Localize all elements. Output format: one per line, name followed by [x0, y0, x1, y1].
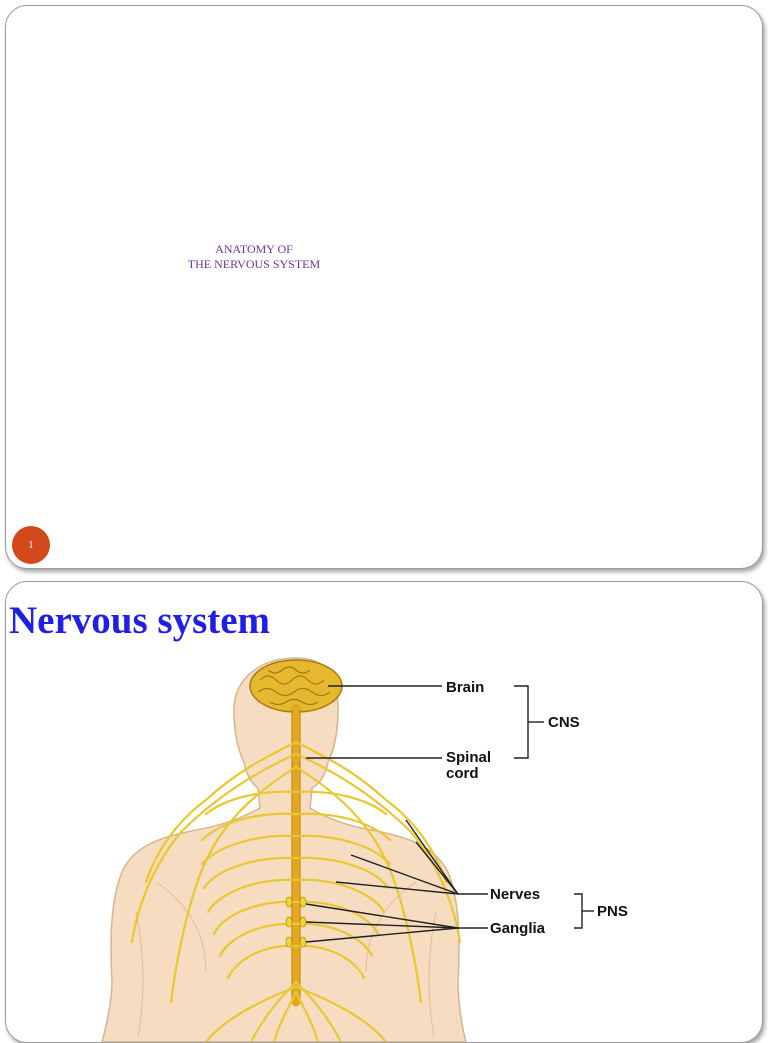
- title-line-2: THE NERVOUS SYSTEM: [187, 257, 321, 271]
- ganglia-dots: [285, 896, 307, 948]
- slide-1-title: ANATOMY OF THE NERVOUS SYSTEM: [174, 242, 334, 272]
- slide-1: ANATOMY OF THE NERVOUS SYSTEM 1: [5, 5, 763, 569]
- label-cord: cord: [446, 765, 479, 782]
- peripheral-nerves: [130, 740, 462, 1042]
- label-brain: Brain: [446, 679, 484, 696]
- label-spinal: Spinal: [446, 749, 491, 766]
- slide-number-badge: 1: [12, 526, 50, 564]
- nervous-system-diagram: Brain Spinal cord CNS Nerves Ganglia PNS: [101, 657, 628, 1042]
- label-ganglia: Ganglia: [490, 920, 546, 937]
- label-cns: CNS: [548, 714, 580, 731]
- label-pns: PNS: [597, 903, 628, 920]
- body-silhouette: [101, 657, 467, 1042]
- slide-2: Nervous system: [5, 581, 763, 1043]
- title-line-1: ANATOMY OF: [215, 242, 293, 256]
- slide-number: 1: [28, 539, 34, 551]
- label-nerves: Nerves: [490, 886, 540, 903]
- leader-lines: [305, 685, 594, 943]
- slide-2-title: Nervous system: [9, 599, 271, 642]
